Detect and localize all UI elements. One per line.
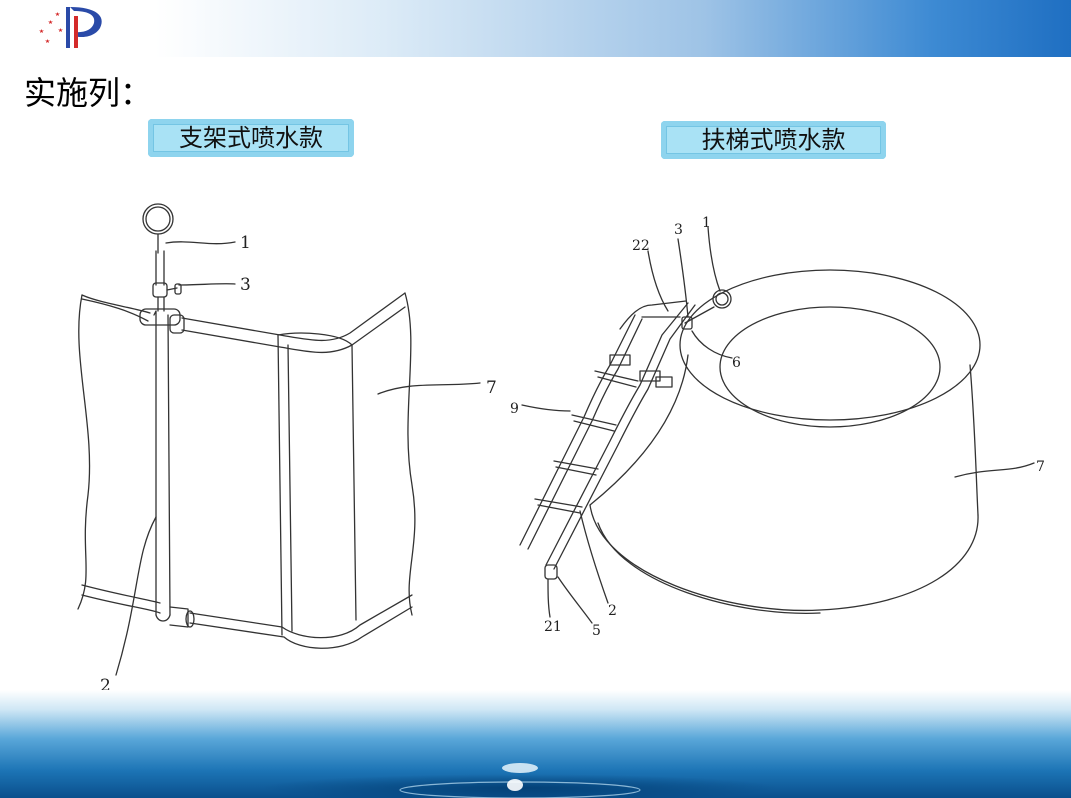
callout-2r: 2 [608,603,617,619]
callout-6: 6 [732,355,741,371]
bracket-spray-drawing: 1 3 7 2 [77,203,497,696]
water-footer [0,690,1071,798]
callout-22: 22 [632,238,650,254]
caption-bracket-spray: 支架式喷水款 [148,119,354,157]
callout-7: 7 [486,378,497,398]
page-heading: 实施列： [24,74,153,112]
callout-5: 5 [592,623,601,639]
header-gradient-band [155,0,1071,57]
callout-2: 2 [100,676,111,696]
callout-3r: 3 [674,222,683,238]
callout-21: 21 [544,619,562,635]
callout-7r: 7 [1036,459,1045,475]
callout-9: 9 [510,401,519,417]
brand-logo [39,7,102,48]
callout-1: 1 [240,233,251,253]
callout-3: 3 [240,275,251,295]
ladder-spray-drawing: 22 3 1 6 9 7 2 21 5 [510,215,1045,639]
callout-1r: 1 [702,215,711,231]
caption-ladder-spray: 扶梯式喷水款 [661,121,886,159]
